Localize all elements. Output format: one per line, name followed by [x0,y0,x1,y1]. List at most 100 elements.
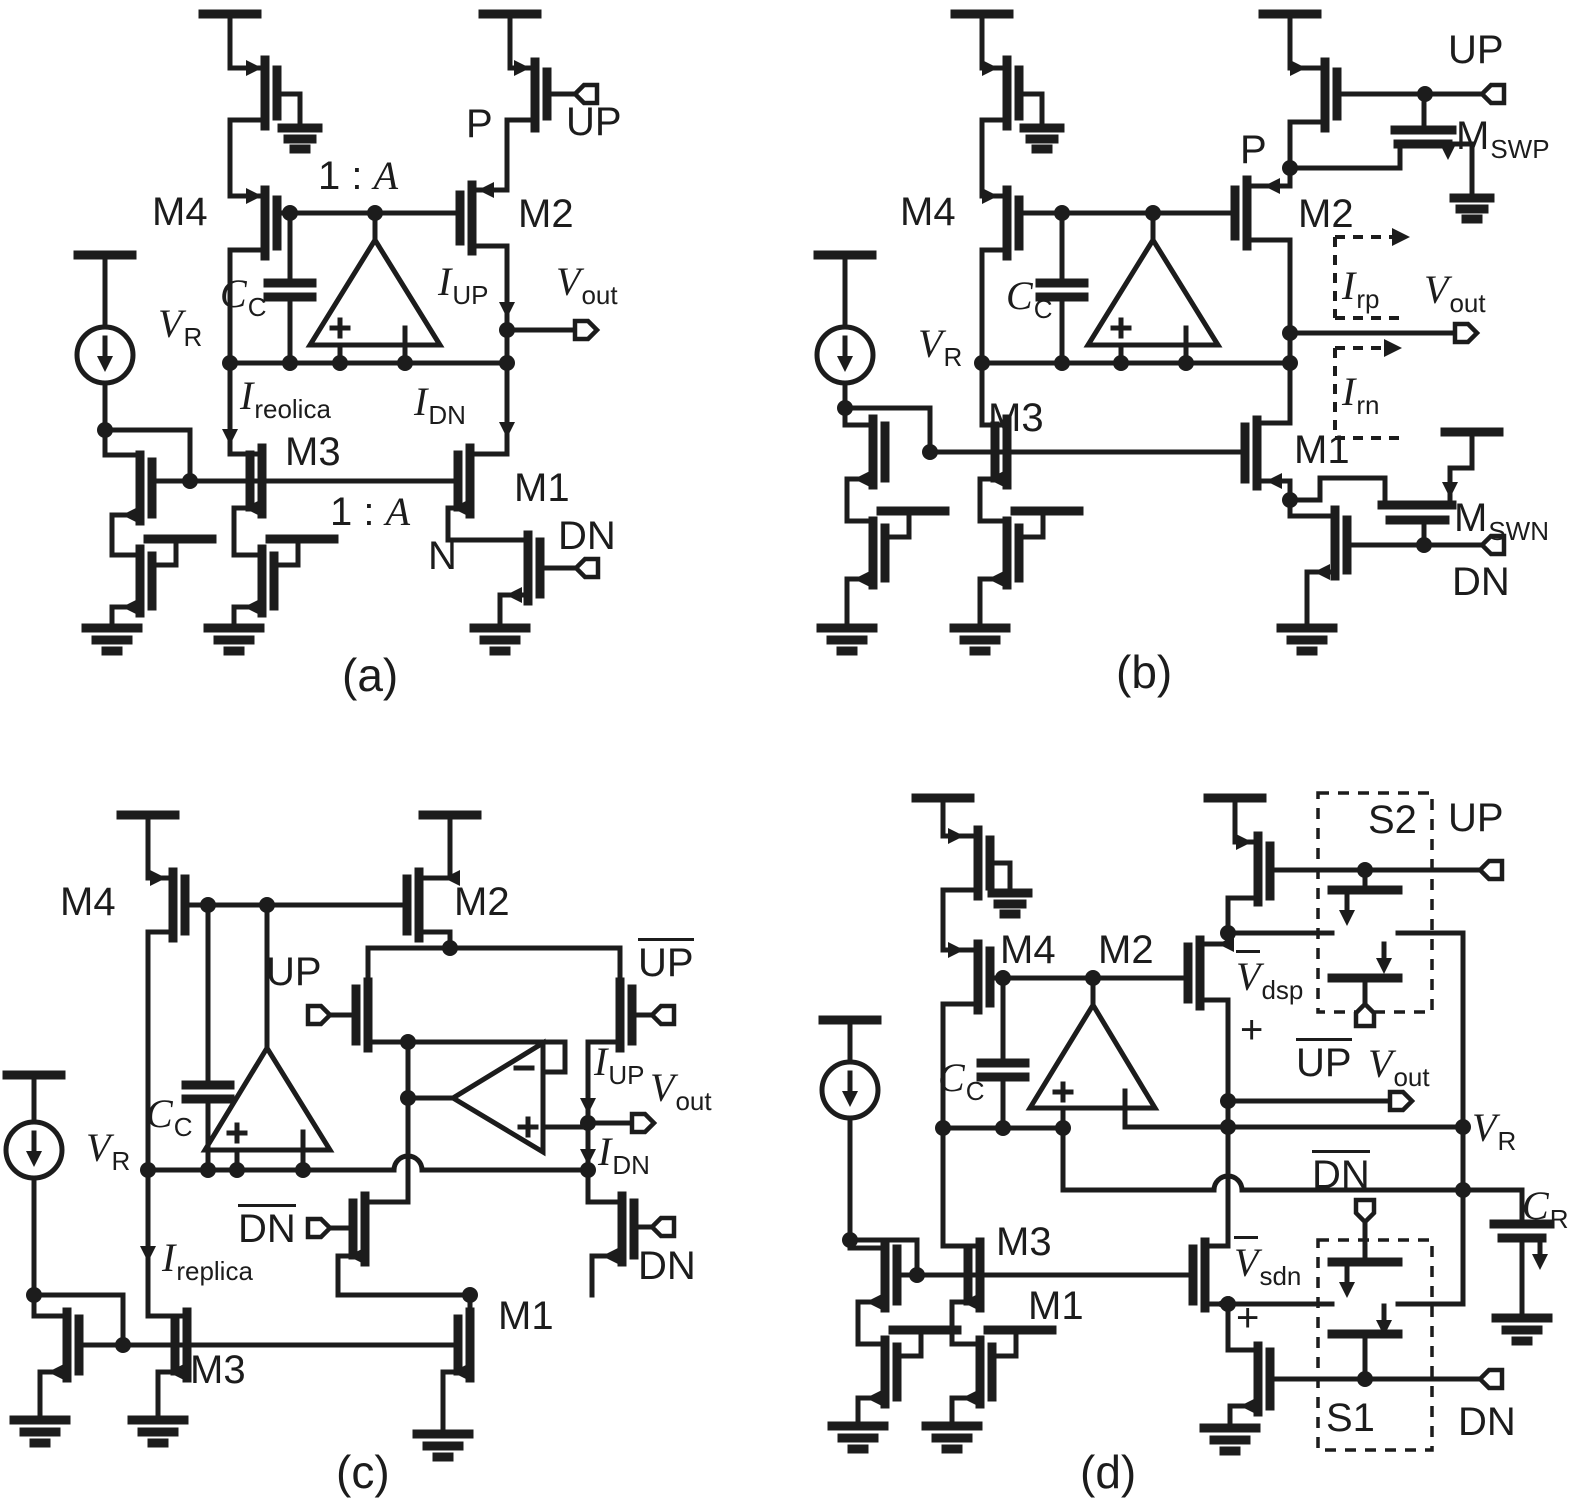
port-dn-c [648,1215,677,1239]
label-d-m2: M2 [1098,928,1154,972]
label-b-m4: M4 [900,190,956,234]
label-c-m1: M1 [498,1294,554,1338]
label-a-cc: CC [220,271,267,323]
gnd-2d [921,1421,983,1454]
opamp-d [1025,1000,1160,1111]
caption-c: (c) [336,1446,390,1498]
label-d-m1: M1 [1028,1284,1084,1328]
label-b-mswp: MSWP [1456,114,1550,165]
wires-d [847,795,1525,1427]
opamp-a [305,235,445,348]
label-d-plus-n: + [1236,1296,1260,1340]
label-d-s1: S1 [1326,1396,1375,1440]
gnd-1c [9,1415,71,1448]
caption-b: (b) [1116,646,1173,698]
label-a-ratio-top: 1 : A [318,153,399,198]
label-c-iup: IUP [594,1039,645,1091]
label-d-up: UP [1448,796,1504,840]
devices-b [868,55,1457,590]
label-d-vdsp: Vdsp [1236,950,1303,1005]
label-c-idn: IDN [598,1129,650,1181]
label-b-vr: VR [918,321,963,373]
port-upbar-d [1353,1000,1377,1029]
label-b-irn: Irn [1342,369,1380,421]
label-c-upbar: UP [638,938,694,986]
gnd-3 [469,623,531,656]
label-d-cc: CC [938,1055,985,1107]
port-dnbar-d [1353,1197,1377,1226]
label-b-m3: M3 [988,396,1044,440]
gnd-2 [203,623,265,656]
opamp-main-c [200,1043,335,1153]
opamp-b [1083,235,1223,348]
capacitor-cc-d [976,1058,1030,1082]
label-b-up: UP [1448,28,1504,72]
label-d-vsdn: Vsdn [1234,1236,1301,1291]
label-a-iup: IUP [438,259,489,311]
label-a-up: UP [566,100,622,144]
port-up-b [1478,82,1507,106]
label-c-up: UP [266,950,322,994]
label-a-n: N [428,534,457,578]
label-d-m4: M4 [1000,928,1056,972]
port-dnbar-c [305,1216,334,1240]
irp-dashed [1333,235,1405,320]
label-a-ireplica: Ireolica [240,373,331,425]
label-b-dn: DN [1452,560,1510,604]
gnd-gate [277,123,323,154]
label-b-p: P [1240,128,1267,172]
label-a-m3: M3 [285,430,341,474]
label-c-m3: M3 [190,1348,246,1392]
wires-c [31,812,655,1433]
label-c-dn: DN [638,1244,696,1288]
gnd-cr [1491,1313,1553,1346]
panel-d-circuit [818,791,1555,1456]
devices-a [135,55,552,618]
gnd-3c [412,1429,474,1462]
gnd-3d [1199,1423,1261,1456]
panel-a-circuit [73,9,601,656]
label-c-dnbar: DN [238,1204,296,1252]
label-d-upbar: UP [1296,1038,1352,1086]
gnd-1b [816,623,878,656]
label-c-m4: M4 [60,880,116,924]
label-b-vout: Vout [1424,267,1486,319]
capacitor-cc-c [181,1080,235,1104]
label-b-m1: M1 [1294,428,1350,472]
label-a-vout: Vout [556,259,618,311]
gnd-2b [949,623,1011,656]
irn-dashed [1333,346,1405,440]
label-b-cc: CC [1006,273,1053,325]
port-vout-c [629,1111,658,1135]
port-dn-a [572,556,601,580]
label-d-plus-p: + [1240,1008,1264,1052]
label-a-p: P [466,102,493,146]
gnd-3b [1276,623,1338,656]
devices-d [880,825,1555,1417]
wires-b [842,11,1485,627]
devices-c [62,867,639,1383]
label-d-vr: VR [1472,1105,1517,1157]
label-d-dn: DN [1458,1400,1516,1444]
label-a-m1: M1 [514,466,570,510]
label-b-mswn: MSWN [1454,496,1549,547]
switch-s1-box [1316,1238,1434,1452]
label-b-irp: Irp [1342,263,1380,315]
label-c-cc: CC [146,1091,193,1143]
label-a-vr: VR [158,301,203,353]
label-d-dnbar: DN [1312,1150,1370,1198]
label-d-m3: M3 [996,1220,1052,1264]
gnd-gate-d [987,888,1033,919]
gnd-gate-b [1019,123,1065,154]
label-c-vr: VR [86,1125,131,1177]
port-vout-a [572,318,601,342]
port-up-c [305,1003,334,1027]
port-up-d [1476,858,1505,882]
gnd-1 [81,623,143,656]
label-d-vout: Vout [1368,1041,1430,1093]
label-d-cr: CR [1522,1183,1569,1235]
label-c-ireplica: Ireplica [162,1235,253,1287]
gnd-1d [827,1421,889,1454]
